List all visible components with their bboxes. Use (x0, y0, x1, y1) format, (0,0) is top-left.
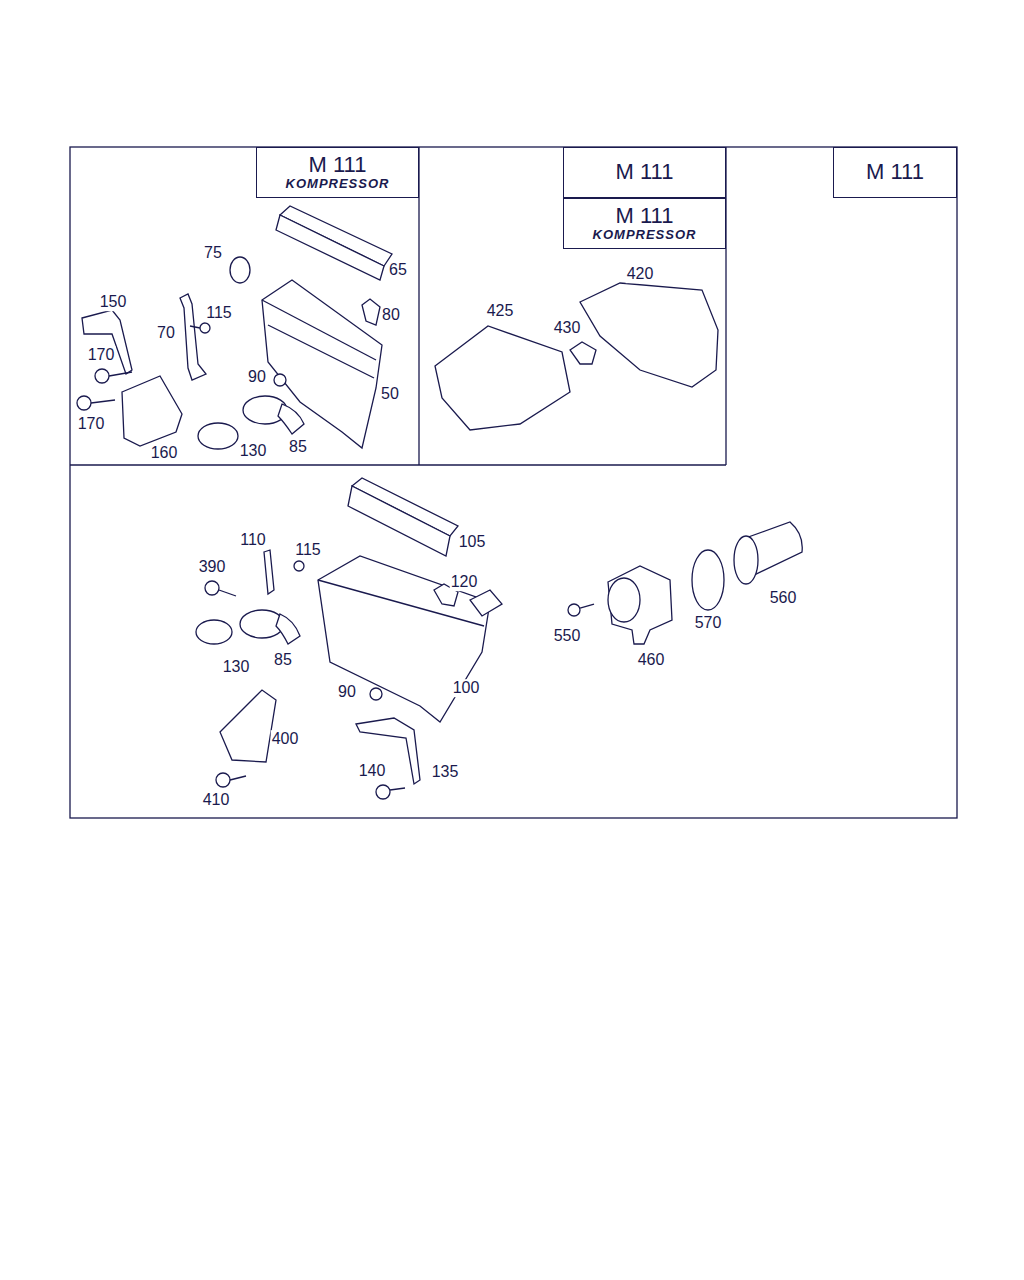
callout-number: 50 (380, 385, 400, 403)
callout-number: 130 (222, 658, 251, 676)
model-header-box: M 111KOMPRESSOR (563, 198, 726, 249)
callout-number: 120 (450, 573, 479, 591)
callout-number: 160 (150, 444, 179, 462)
callout-number: 65 (388, 261, 408, 279)
model-code: M 111 (616, 204, 674, 228)
outer-frame (70, 147, 957, 818)
callout-number: 425 (486, 302, 515, 320)
callout-number: 90 (247, 368, 267, 386)
callout-number: 410 (202, 791, 231, 809)
callout-number: 130 (239, 442, 268, 460)
variant-name: KOMPRESSOR (286, 177, 390, 191)
callout-number: 75 (203, 244, 223, 262)
callout-number: 170 (87, 346, 116, 364)
model-code: M 111 (309, 153, 367, 177)
model-code: M 111 (616, 160, 674, 184)
callout-number: 115 (294, 541, 322, 559)
callout-number: 550 (553, 627, 582, 645)
panel-divider (70, 464, 726, 465)
callout-number: 150 (99, 293, 128, 311)
variant-name: KOMPRESSOR (593, 228, 697, 242)
callout-number: 570 (694, 614, 723, 632)
callout-number: 105 (458, 533, 487, 551)
air-filter-assembly (196, 478, 802, 799)
callout-number: 110 (239, 531, 267, 549)
callout-number: 390 (198, 558, 227, 576)
callout-number: 70 (156, 324, 176, 342)
model-header-box: M 111 (563, 147, 726, 198)
callout-number: 460 (637, 651, 666, 669)
callout-number: 400 (271, 730, 300, 748)
callout-number: 170 (77, 415, 106, 433)
callout-number: 560 (769, 589, 798, 607)
callout-number: 90 (337, 683, 357, 701)
callout-number: 140 (358, 762, 387, 780)
engine-cover (435, 283, 718, 430)
model-header-box: M 111 (833, 147, 957, 198)
callout-number: 420 (626, 265, 655, 283)
kompressor-air-filter (77, 206, 392, 449)
callout-number: 80 (381, 306, 401, 324)
model-header-box: M 111KOMPRESSOR (256, 147, 419, 198)
model-code: M 111 (866, 160, 924, 184)
callout-number: 85 (288, 438, 308, 456)
callout-number: 135 (431, 763, 460, 781)
callout-number: 85 (273, 651, 293, 669)
callout-number: 115 (205, 304, 233, 322)
callout-number: 100 (452, 679, 481, 697)
callout-number: 430 (553, 319, 582, 337)
